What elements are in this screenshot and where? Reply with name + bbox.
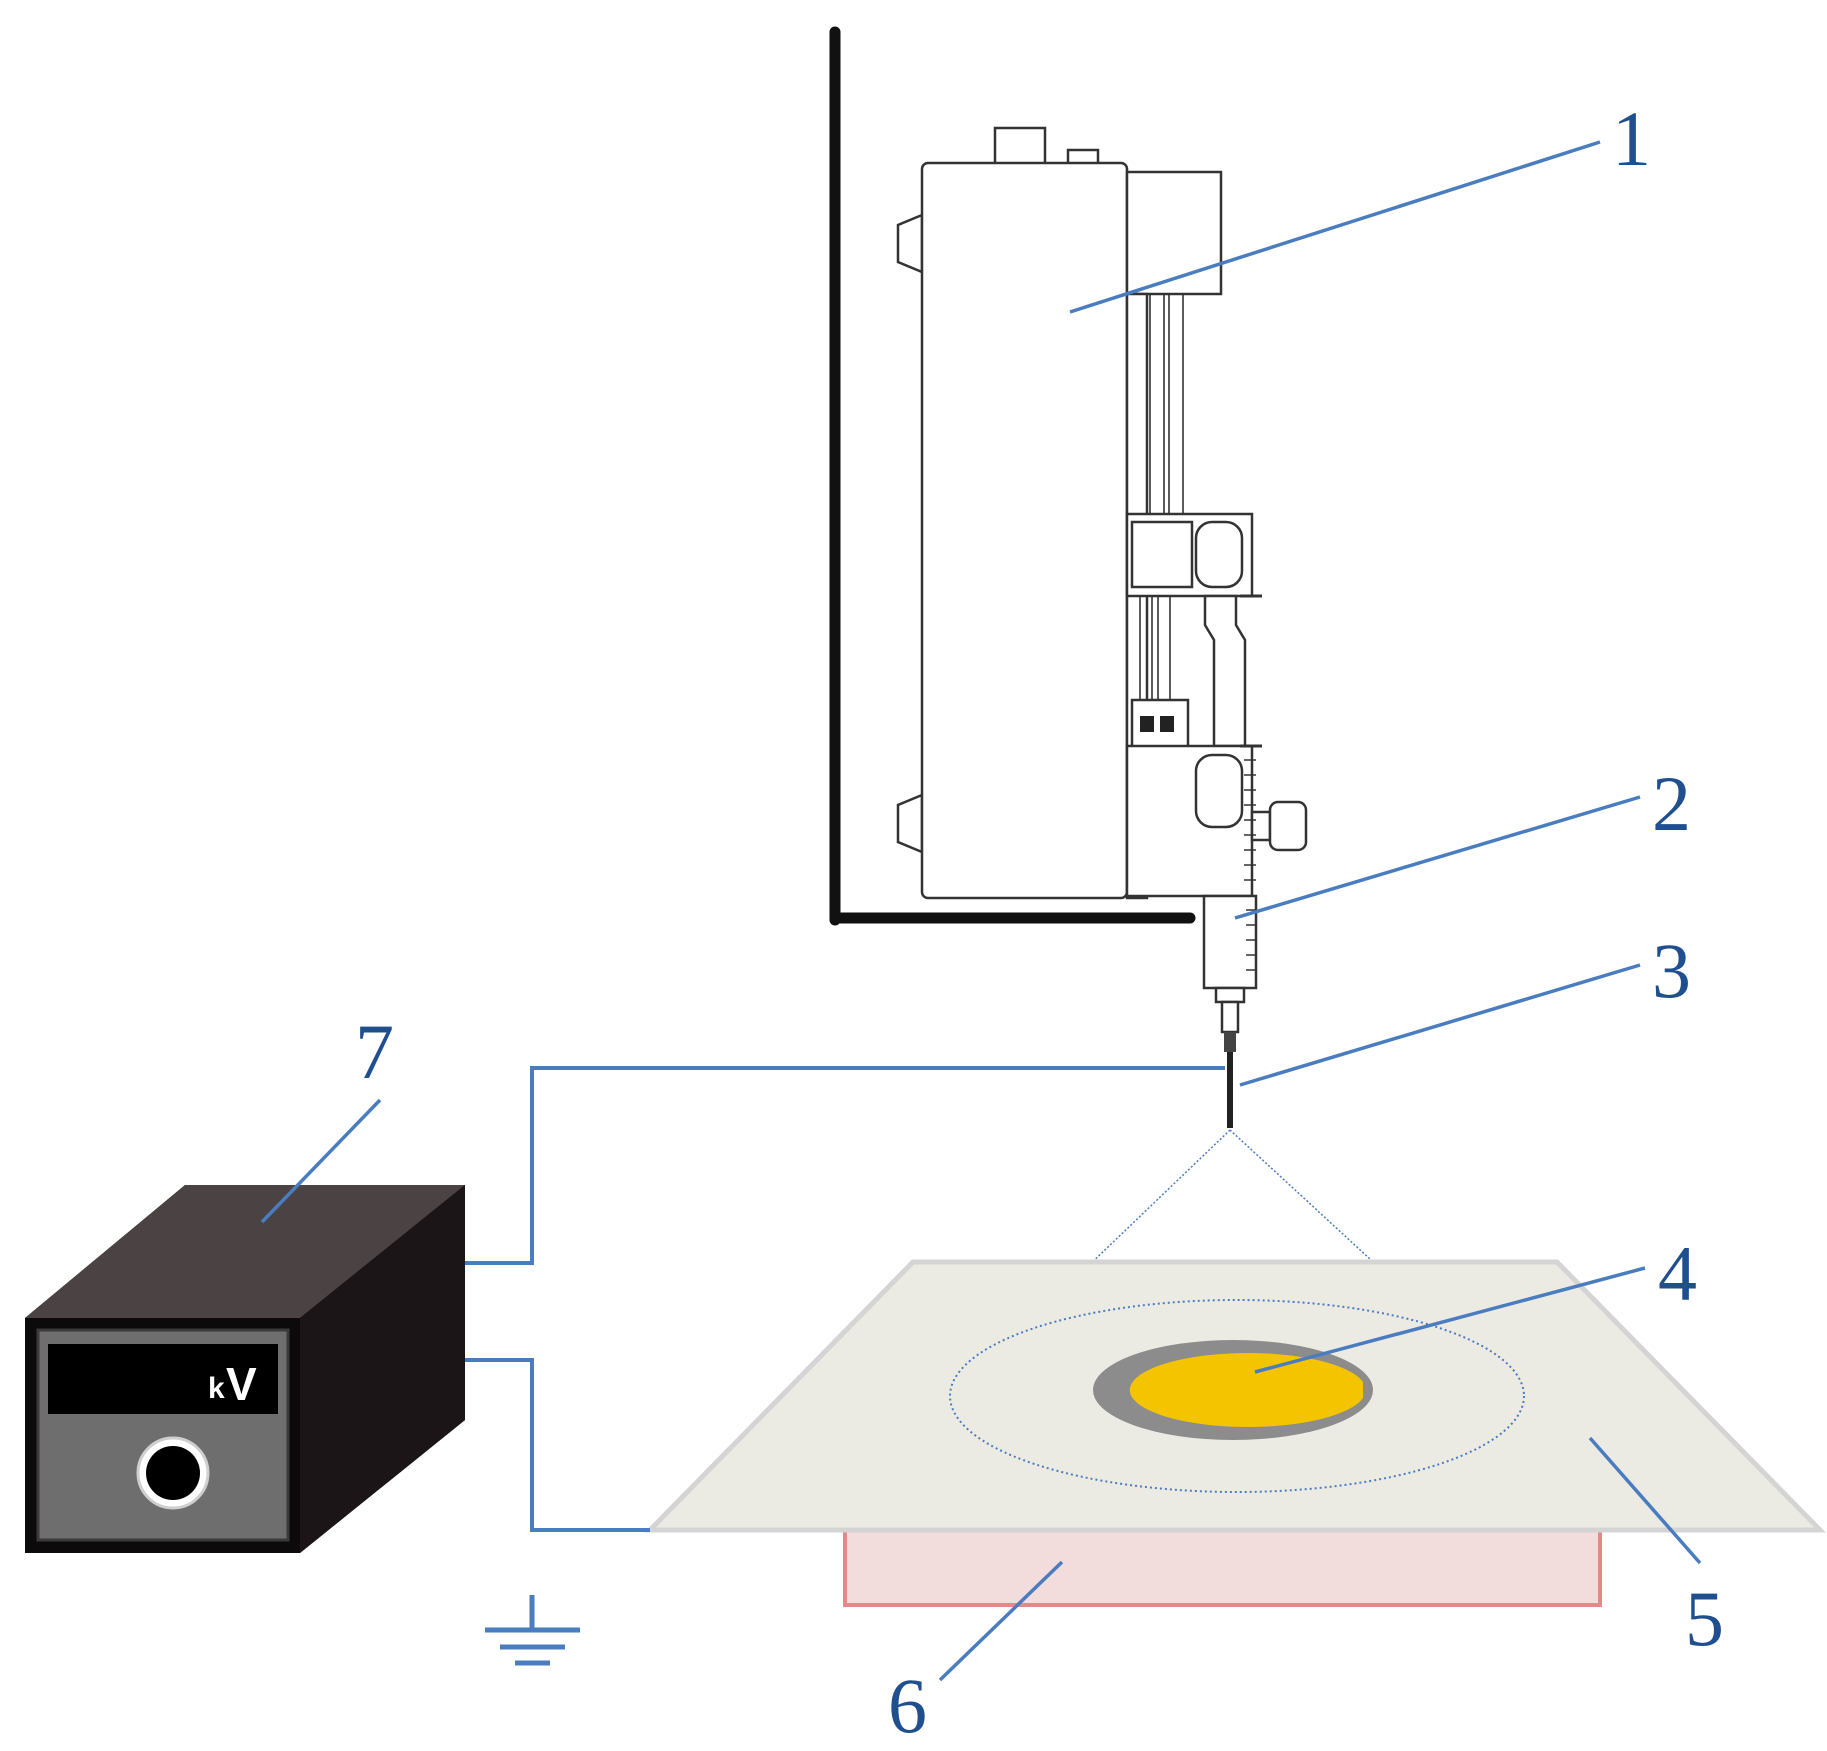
callout-4: 4 <box>1658 1230 1697 1317</box>
wires <box>465 1066 1225 1532</box>
callout-3: 3 <box>1652 927 1691 1014</box>
callout-7: 7 <box>355 1008 394 1095</box>
callout-6: 6 <box>888 1662 927 1749</box>
deposit-sample <box>1093 1340 1373 1440</box>
high-voltage-power-supply: k V <box>25 1185 465 1553</box>
callout-2: 2 <box>1652 760 1691 847</box>
display-unit-prefix: k <box>208 1372 225 1405</box>
output-connector-icon <box>136 1436 210 1510</box>
callout-5: 5 <box>1685 1575 1724 1662</box>
callout-labels: 1 2 3 4 5 6 7 <box>355 95 1724 1749</box>
syringe-barrel <box>1202 894 1258 1004</box>
callout-1: 1 <box>1612 95 1651 182</box>
heater-block <box>843 1528 1602 1607</box>
syringe-pump <box>896 126 1308 900</box>
voltage-display <box>48 1344 278 1414</box>
support-stand <box>829 26 1196 926</box>
spray-needle <box>1220 1000 1240 1128</box>
spray-area <box>949 1299 1525 1493</box>
display-unit: V <box>226 1358 257 1410</box>
leader-lines <box>260 140 1702 1682</box>
ground-symbol-icon <box>485 1595 580 1666</box>
